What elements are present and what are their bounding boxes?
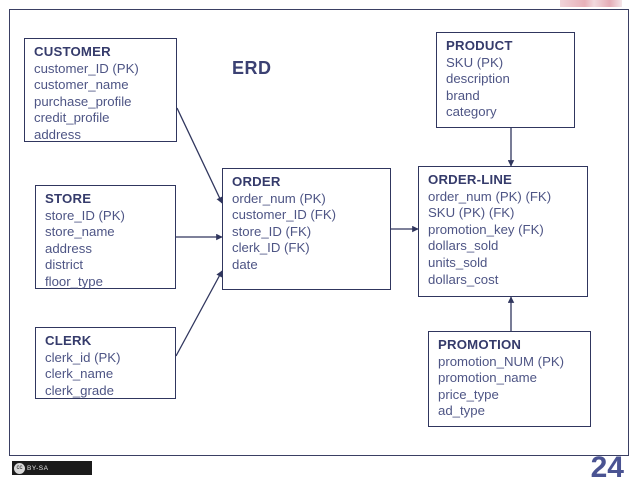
entity-attribute: store_ID (PK) — [45, 207, 125, 223]
entity-attribute: promotion_name — [438, 370, 537, 386]
entity-attribute: customer_ID (PK) — [34, 60, 139, 76]
entity-attribute: credit_profile — [34, 110, 110, 126]
creative-commons-license-badge: cc BY-SA — [12, 461, 92, 475]
entity-title-promotion: PROMOTION — [438, 337, 522, 352]
entity-attribute: units_sold — [428, 254, 488, 270]
cc-icon: cc — [14, 462, 25, 474]
entity-title-product: PRODUCT — [446, 38, 513, 53]
entity-attribute: clerk_name — [45, 366, 114, 382]
entity-store[interactable]: STORE store_ID (PK) store_name address d… — [35, 185, 176, 289]
entity-order[interactable]: ORDER order_num (PK) customer_ID (FK) st… — [222, 168, 391, 290]
entity-attribute: order_num (PK) (FK) — [428, 188, 552, 204]
entity-attribute: district — [45, 257, 84, 273]
entity-attribute: address — [45, 240, 92, 256]
entity-attribute: clerk_grade — [45, 382, 114, 398]
page-number: 24 — [590, 451, 624, 479]
entity-attribute: date — [232, 256, 258, 272]
top-edge-watermark — [560, 0, 622, 7]
entity-attribute: store_name — [45, 224, 115, 240]
entity-attribute: store_ID (FK) — [232, 223, 312, 239]
entity-attribute: clerk_id (PK) — [45, 349, 121, 365]
entity-attribute: description — [446, 71, 510, 87]
entity-attribute: SKU (PK) (FK) — [428, 205, 515, 221]
entity-attribute: category — [446, 104, 497, 120]
entity-title-clerk: CLERK — [45, 333, 92, 348]
entity-title-store: STORE — [45, 191, 92, 206]
entity-attribute: customer_name — [34, 77, 129, 93]
entity-attribute: SKU (PK) — [446, 54, 504, 70]
entity-attribute: order_num (PK) — [232, 190, 326, 206]
entity-title-order: ORDER — [232, 174, 281, 189]
entity-attribute: floor_type — [45, 273, 103, 289]
entity-attribute: promotion_NUM (PK) — [438, 353, 565, 369]
entity-attribute: ad_type — [438, 403, 485, 419]
cc-license-text: BY-SA — [27, 464, 49, 472]
entity-promotion[interactable]: PROMOTION promotion_NUM (PK) promotion_n… — [428, 331, 591, 427]
slide-border-frame — [9, 9, 629, 456]
entity-attribute: address — [34, 126, 81, 142]
entity-attribute: dollars_sold — [428, 238, 499, 254]
entity-attribute: clerk_ID (FK) — [232, 240, 310, 256]
entity-attribute: brand — [446, 87, 480, 103]
entity-attribute: price_type — [438, 386, 499, 402]
entity-attribute: customer_ID (FK) — [232, 207, 337, 223]
entity-product[interactable]: PRODUCT SKU (PK) description brand categ… — [436, 32, 575, 128]
entity-attribute: promotion_key (FK) — [428, 221, 544, 237]
entity-title-order-line: ORDER-LINE — [428, 172, 513, 187]
entity-order-line[interactable]: ORDER-LINE order_num (PK) (FK) SKU (PK) … — [418, 166, 588, 297]
entity-attribute: purchase_profile — [34, 93, 132, 109]
page-title: ERD — [232, 58, 272, 78]
entity-clerk[interactable]: CLERK clerk_id (PK) clerk_name clerk_gra… — [35, 327, 176, 399]
entity-attribute: dollars_cost — [428, 271, 499, 287]
entity-title-customer: CUSTOMER — [34, 44, 111, 59]
entity-customer[interactable]: CUSTOMER customer_ID (PK) customer_name … — [24, 38, 177, 142]
